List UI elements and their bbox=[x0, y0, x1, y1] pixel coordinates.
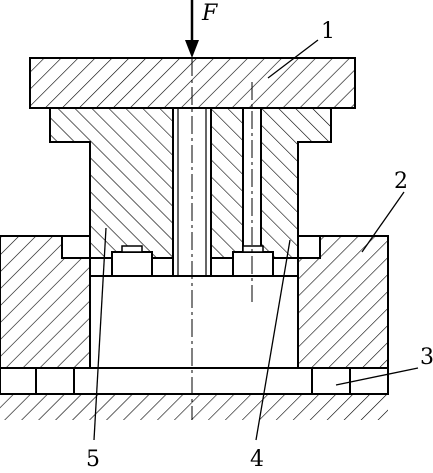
nut-right bbox=[232, 245, 274, 277]
leader-lines bbox=[93, 39, 419, 441]
force-label: F bbox=[201, 1, 218, 26]
fixture-body bbox=[0, 235, 389, 369]
callout-5: 5 bbox=[86, 447, 100, 472]
bottom-plate bbox=[0, 367, 389, 395]
callout-1: 1 bbox=[321, 19, 335, 44]
inner-cavity bbox=[89, 275, 299, 369]
callout-2: 2 bbox=[394, 169, 408, 194]
force-arrow bbox=[185, 0, 199, 58]
callout-3: 3 bbox=[420, 345, 433, 370]
center-lines bbox=[191, 58, 253, 420]
callout-4: 4 bbox=[250, 447, 264, 472]
nut-left bbox=[111, 245, 153, 277]
base-ground bbox=[0, 393, 388, 420]
